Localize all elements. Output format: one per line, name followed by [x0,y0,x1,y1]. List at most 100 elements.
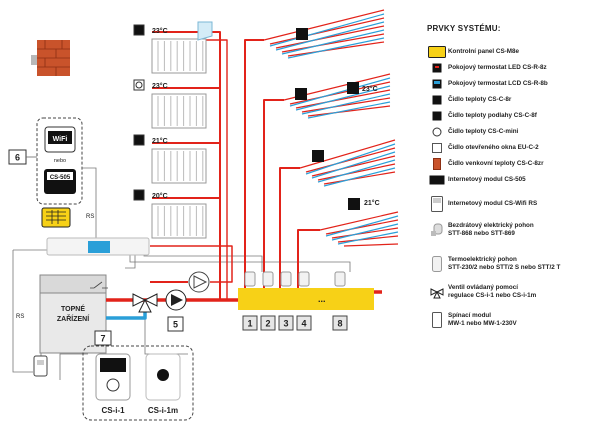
legend-item-8: Čidlo venkovní teploty CS-C-8zr [426,156,598,172]
legend-item-label: Internetový modul CS-Wifi RS [448,200,538,207]
rs-label-left: RS [16,314,24,320]
legend-item-label: Bezdrátový elektrický pohon STT-868 nebo… [448,222,534,237]
legend-item-label: Spínací modul MW-1 nebo MW-1-230V [448,312,517,327]
actuator-2 [262,271,274,287]
legend-item-label: Internetový modul CS-505 [448,176,526,183]
window-sensor-icon [197,21,213,41]
controllers-box [82,345,194,421]
mixing-valve [132,293,158,313]
floor-temp-2: 21°C [364,199,380,207]
room-sensor-1 [347,82,359,94]
mini-sensor-icon [426,124,448,140]
radiator-thermostat-4 [133,189,145,201]
room-thermostat-led-icon [426,60,448,76]
controller-label-1: CS-i-1 [101,406,125,415]
manifold-number-5: 8 [337,319,342,329]
box-7-number: 7 [100,334,105,344]
legend-item-7: Čidlo otevřeného okna EU-C-2 [426,140,598,156]
manifold-box-5 [332,315,348,331]
pump-number: 5 [173,320,178,330]
floor-loops [263,9,399,247]
floor-temp-1: 23°C [362,85,378,93]
legend-item-label: Čidlo otevřeného okna EU-C-2 [448,144,539,151]
legend-item-9: Internetový modul CS-505 [426,172,598,188]
radiator-temp-4: 20°C [152,192,168,200]
or-label: nebo [54,158,66,164]
legend-item-label: Ventil ovládaný pomocí regulace CS-i-1 n… [448,284,537,299]
manifold-dots: ... [318,294,326,304]
legend-item-5: Čidlo teploty podlahy CS-C-8f [426,108,598,124]
actuator-3 [280,271,292,287]
radiators: 23°C 23°C 21°C 20°C [133,21,213,239]
radiator-2: 23°C [133,79,207,129]
legend-item-3: Pokojový termostat LCD CS-R-8b [426,76,598,92]
legend-item-2: Pokojový termostat LED CS-R-8z [426,60,598,76]
actuator-1 [244,271,256,287]
manifold-box-4 [296,315,312,331]
outdoor-sensor-icon [31,55,37,65]
heater-label-1: TOPNÉ [61,304,85,313]
legend-item-1: Kontrolní panel CS-M8e [426,44,598,60]
radiator-temp-3: 21°C [152,137,168,145]
room-sensor-2 [348,198,360,210]
radiator-3: 21°C [133,134,207,184]
window-sensor-icon [426,140,448,156]
legend-item-label: Čidlo teploty CS-C-mini [448,128,519,135]
temperature-sensor-icon [426,92,448,108]
wifi-label: WiFi [53,136,68,143]
actuators [244,271,346,287]
manifold-box-1 [242,315,258,331]
manifold-number-3: 3 [283,319,288,329]
actuator-4 [298,271,310,287]
legend-title: PRVKY SYSTÉMU: [427,24,501,33]
control-panel-icon [41,207,71,228]
legend-item-11: Bezdrátový elektrický pohon STT-868 nebo… [426,222,598,238]
legend-item-label: Čidlo venkovní teploty CS-C-8zr [448,160,544,167]
legend-item-label: Pokojový termostat LED CS-R-8z [448,64,547,71]
box-6-number: 6 [15,153,20,163]
controller-label-2: CS-i-1m [148,406,178,415]
manifold-number-4: 4 [301,319,306,329]
mixing-valve-icon [426,284,448,300]
radiator-thermostat-2 [133,79,145,91]
outdoor-sensor-icon [426,156,448,172]
legend-item-4: Čidlo teploty CS-C-8r [426,92,598,108]
legend-item-label: Kontrolní panel CS-M8e [448,48,520,55]
legend-item-label: Termoelektrický pohon STT-230/2 nebo STT… [448,256,561,271]
legend-item-12: Termoelektrický pohon STT-230/2 nebo STT… [426,256,598,272]
outdoor-wall [31,40,70,76]
legend-item-6: Čidlo teploty CS-C-mini [426,124,598,140]
legend-item-10: Internetový modul CS-Wifi RS [426,196,598,212]
legend-item-14: Spínací modul MW-1 nebo MW-1-230V [426,312,598,328]
floor-sensor-1 [296,28,308,40]
manifold-number-1: 1 [247,319,252,329]
actuator-5 [334,271,346,287]
thermo-actuator-icon [426,256,448,272]
radiator-thermostat-3 [133,134,145,146]
rs-label-mid: RS [86,214,94,220]
radiator-temp-2: 23°C [152,82,168,90]
wifi-module-icon [426,196,448,212]
control-panel-icon [426,44,448,60]
radiator-1: 23°C [133,24,207,74]
floor-sensor-icon [426,108,448,124]
box-7 [94,330,112,346]
radiator-4: 20°C [133,189,207,239]
switch-module-icon [33,355,48,377]
manifold [238,288,374,310]
legend-item-label: Čidlo teploty podlahy CS-C-8f [448,112,537,119]
legend-item-label: Čidlo teploty CS-C-8r [448,96,512,103]
manifold-box-2 [260,315,276,331]
manifold-box-3 [278,315,294,331]
internet-module-505-icon [426,172,448,188]
heater-label-2: ZAŘÍZENÍ [57,314,90,323]
legend-item-13: Ventil ovládaný pomocí regulace CS-i-1 n… [426,284,598,300]
switch-module-icon [426,312,448,328]
internet-module-box [36,117,83,205]
radiator-temp-1: 23°C [152,27,168,35]
floor-sensor-2 [295,88,307,100]
wireless-actuator-icon [426,222,448,238]
